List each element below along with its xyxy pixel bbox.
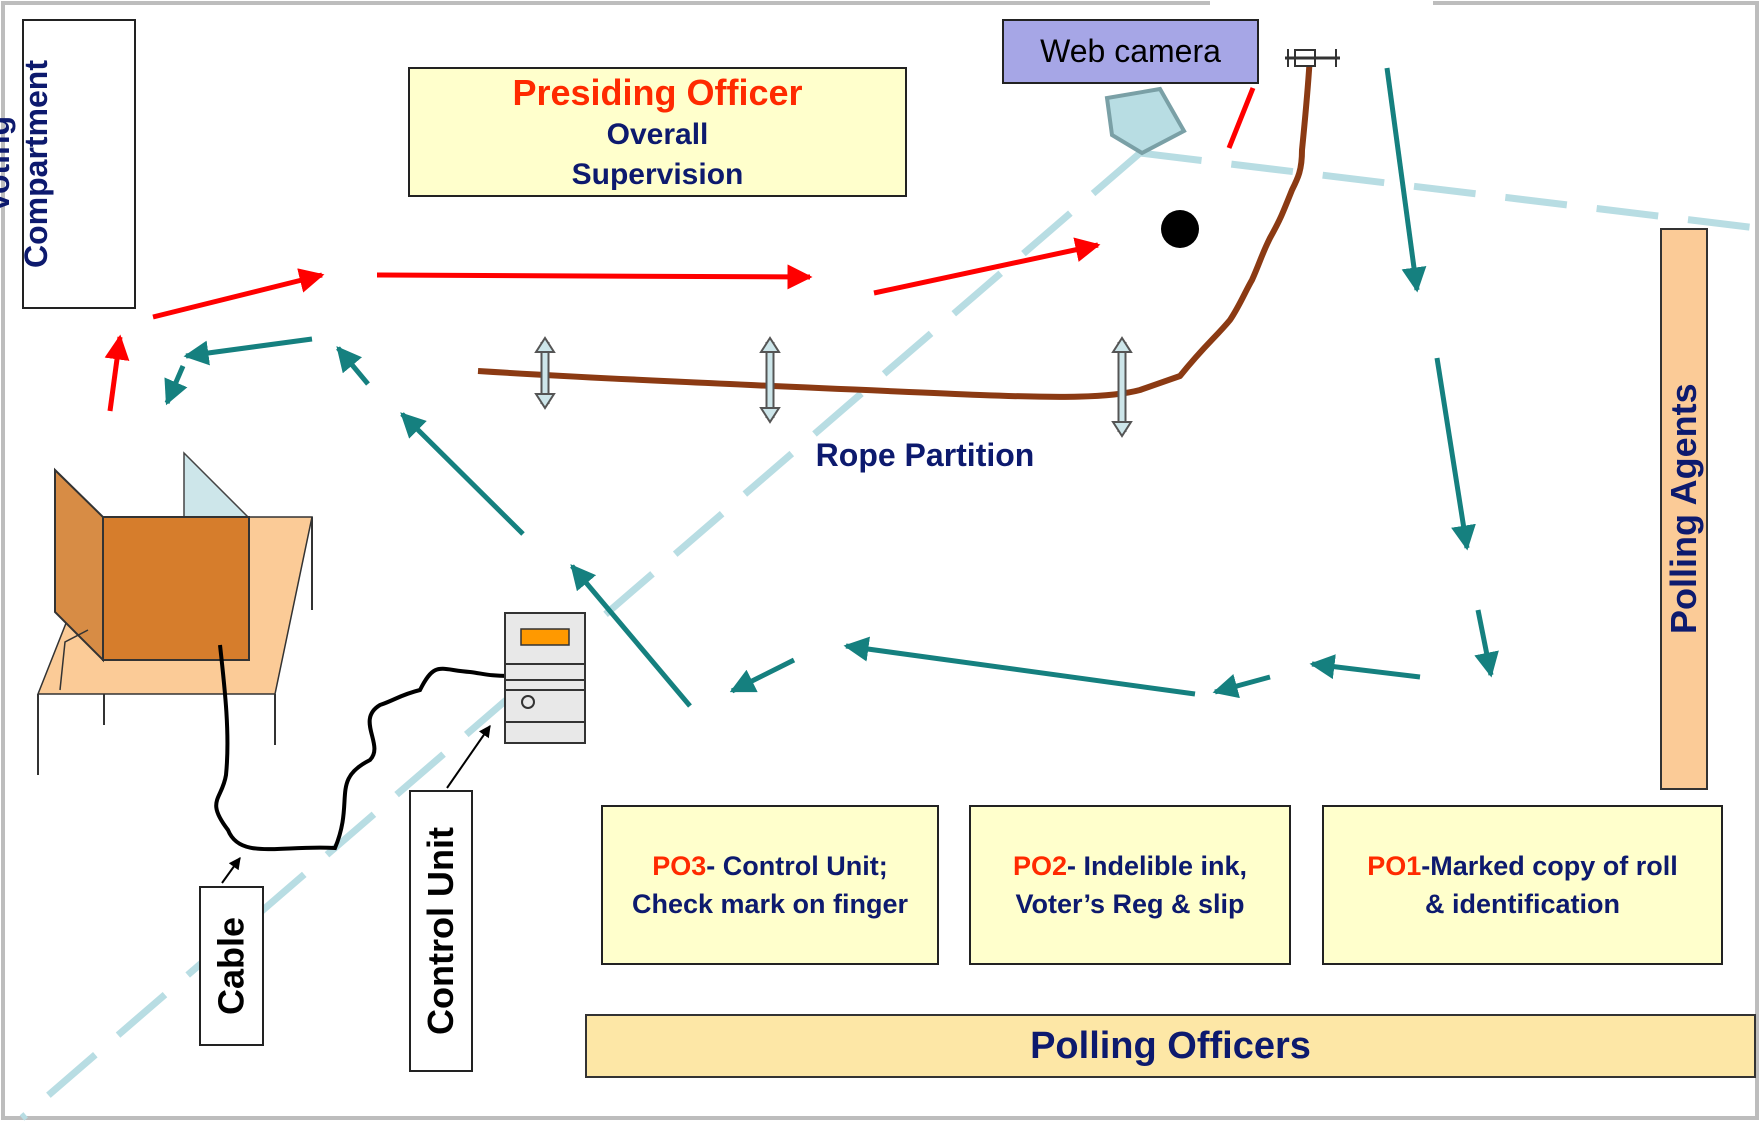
web-camera-text: Web camera bbox=[1040, 33, 1221, 69]
polling-agents-box: Polling Agents bbox=[1660, 228, 1708, 790]
teal-arrow bbox=[336, 346, 370, 386]
rope-partition-label: Rope Partition bbox=[780, 432, 1070, 478]
po1-line1: PO1-Marked copy of roll bbox=[1367, 847, 1678, 885]
po1-box: PO1-Marked copy of roll & identification bbox=[1322, 805, 1723, 965]
teal-arrow bbox=[570, 564, 692, 708]
teal-arrow bbox=[843, 636, 1196, 697]
po1-text2: & identification bbox=[1425, 889, 1620, 919]
teal-arrow bbox=[1309, 654, 1421, 680]
po3-box: PO3- Control Unit; Check mark on finger bbox=[601, 805, 939, 965]
polling-agents-text: Polling Agents bbox=[1663, 383, 1704, 635]
voting-compartment-icon bbox=[36, 451, 313, 775]
voting-compartment-text: Voting Compartment bbox=[0, 60, 54, 269]
presiding-officer-title: Presiding Officer bbox=[512, 72, 803, 113]
rope-post-icon bbox=[534, 336, 556, 410]
polling-officers-banner: Polling Officers bbox=[585, 1014, 1756, 1078]
rope-post-icon bbox=[1111, 336, 1133, 438]
red-arrow bbox=[376, 264, 813, 290]
teal-arrow bbox=[1212, 674, 1271, 699]
red-arrow bbox=[152, 268, 325, 320]
cable-line bbox=[214, 644, 511, 852]
teal-arrow bbox=[729, 657, 796, 694]
web-camera-label: Web camera bbox=[1002, 19, 1259, 84]
teal-arrow bbox=[400, 412, 525, 536]
camera-coverage-line-right bbox=[1139, 149, 1758, 232]
po3-text1: - Control Unit; bbox=[706, 851, 888, 881]
rope-partition-text: Rope Partition bbox=[815, 436, 1035, 473]
po2-line1: PO2- Indelible ink, bbox=[1013, 847, 1247, 885]
polling-officers-text: Polling Officers bbox=[1030, 1024, 1311, 1067]
teal-arrow bbox=[164, 365, 188, 406]
red-arrow bbox=[104, 334, 130, 412]
overall-supervision-text: Overall Supervision bbox=[571, 118, 744, 191]
rope-partition-line bbox=[477, 54, 1313, 400]
voter-dot-icon bbox=[1161, 210, 1199, 248]
po2-box: PO2- Indelible ink, Voter’s Reg & slip bbox=[969, 805, 1291, 965]
po2-code: PO2 bbox=[1012, 851, 1067, 881]
entrance-gate-icon bbox=[1285, 49, 1340, 67]
po3-text2: Check mark on finger bbox=[631, 889, 909, 919]
presiding-officer-box: Presiding Officer Overall Supervision bbox=[408, 67, 907, 197]
po1-text1: -Marked copy of roll bbox=[1421, 851, 1678, 881]
rope-post-icon bbox=[759, 336, 781, 424]
voting-compartment-label: Voting Compartment bbox=[0, 19, 136, 309]
control-unit-text: Control Unit bbox=[420, 827, 461, 1035]
po3-line1: PO3- Control Unit; bbox=[652, 847, 887, 885]
teal-arrow bbox=[1384, 67, 1427, 293]
po3-code: PO3 bbox=[652, 851, 707, 881]
web-camera-icon bbox=[1104, 86, 1187, 156]
cable-text: Cable bbox=[210, 916, 252, 1016]
teal-arrow bbox=[183, 336, 313, 366]
red-arrow bbox=[873, 237, 1101, 296]
control-unit-pointer-arrow bbox=[446, 725, 491, 789]
teal-arrow bbox=[1434, 357, 1476, 551]
teal-arrow bbox=[1474, 609, 1499, 678]
camera-pointer-line bbox=[1226, 87, 1256, 149]
cable-label: Cable bbox=[199, 886, 264, 1046]
cable-pointer-arrow bbox=[221, 857, 241, 884]
po2-text1: - Indelible ink, bbox=[1067, 851, 1248, 881]
control-unit-icon bbox=[504, 612, 586, 744]
control-unit-label: Control Unit bbox=[409, 790, 473, 1072]
po1-code: PO1 bbox=[1367, 851, 1422, 881]
po2-text2: Voter’s Reg & slip bbox=[1015, 889, 1245, 919]
